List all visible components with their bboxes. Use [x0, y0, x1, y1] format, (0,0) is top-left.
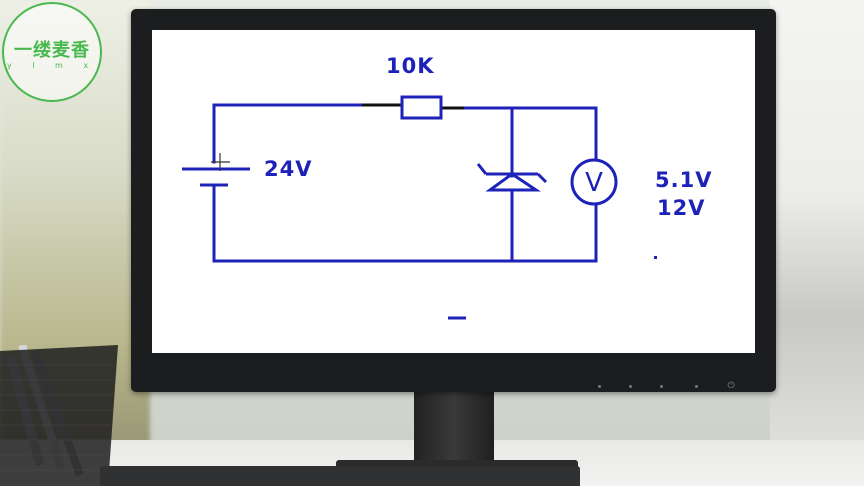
- logo-text: 一缕麦香: [14, 40, 90, 61]
- bezel-button: [695, 385, 698, 388]
- zener-diode: [476, 163, 548, 192]
- voltage-reading-2: 12V: [657, 196, 706, 220]
- monitor-screen: [152, 30, 755, 353]
- resistor-10k: [400, 95, 443, 120]
- keyboard: [100, 466, 580, 486]
- circuit-diagram: V: [182, 95, 657, 320]
- voltage-reading-1: 5.1V: [655, 168, 713, 192]
- logo-subtext: y l m x: [6, 61, 98, 70]
- bezel-button: [598, 385, 601, 388]
- logo: 一缕麦香 y l m x: [2, 2, 102, 102]
- background-right: [770, 0, 864, 486]
- source-voltage-label: 24V: [264, 157, 313, 181]
- mesh-cup: [0, 345, 118, 486]
- bezel-button: [629, 385, 632, 388]
- voltmeter-symbol: V: [585, 168, 603, 198]
- monitor-stand: [414, 390, 494, 468]
- cursor-crosshair-icon: [211, 153, 230, 171]
- voltmeter: [570, 158, 618, 206]
- pen-holder: [0, 345, 118, 486]
- resistor-label: 10K: [386, 54, 435, 78]
- stray-dot: [654, 256, 657, 259]
- bezel-button: [660, 385, 663, 388]
- power-icon: ⏻: [727, 381, 735, 391]
